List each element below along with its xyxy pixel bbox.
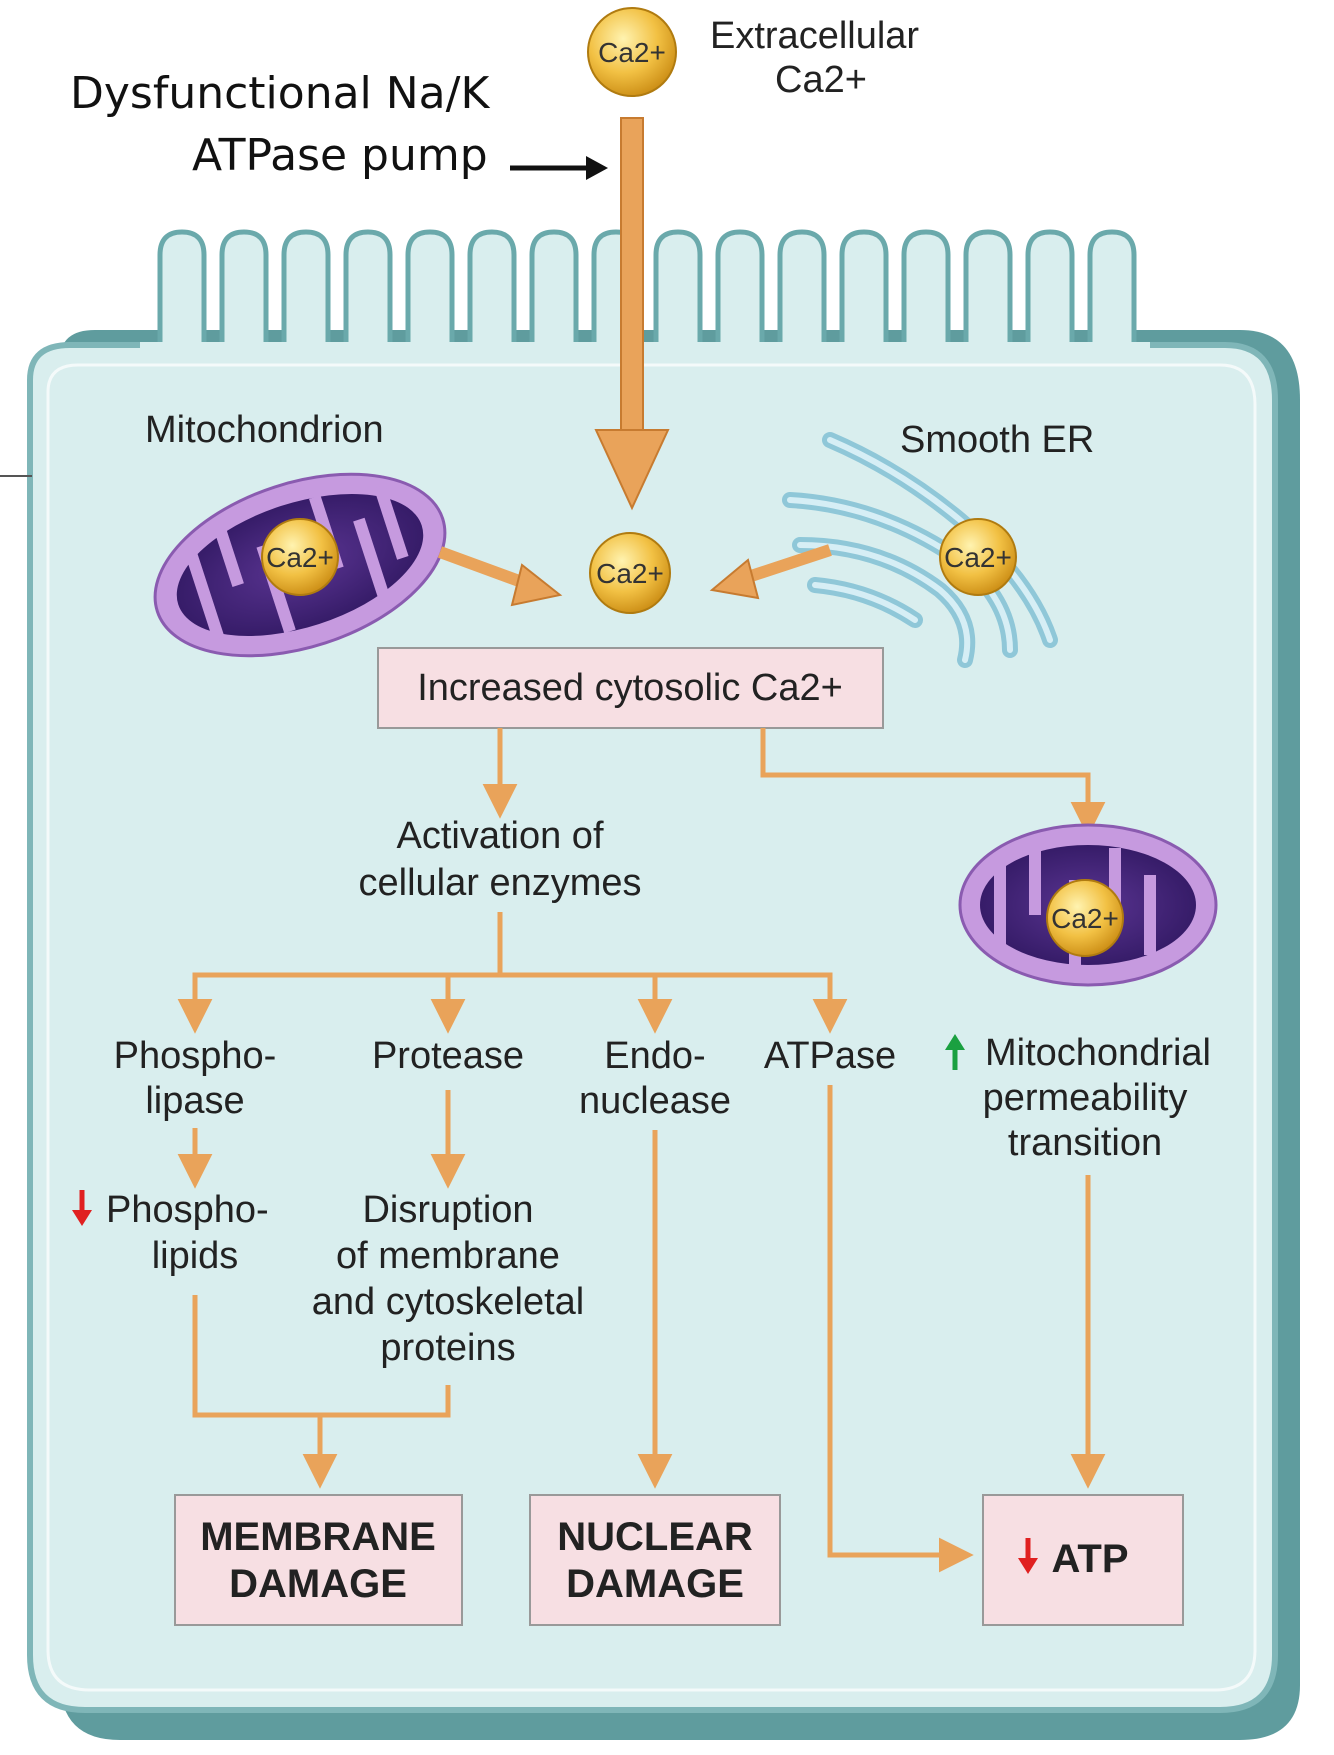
connector (760, 728, 1106, 837)
smooth-er-calcium: Ca2+ (939, 518, 1017, 596)
atp-box: ATP (982, 1494, 1184, 1626)
increased-calcium-label: Increased cytosolic Ca2+ (417, 667, 843, 709)
membrane-damage-line1: MEMBRANE (200, 1515, 436, 1559)
phospholipase-line2: lipase (145, 1080, 244, 1122)
mitochondrion-top-calcium: Ca2+ (261, 518, 339, 596)
mpt-line2: permeability (983, 1077, 1188, 1119)
mpt-line3: transition (1008, 1122, 1162, 1164)
decrease-arrow-icon (72, 1190, 92, 1226)
mpt-line1: Mitochondrial (985, 1032, 1211, 1074)
connector (500, 972, 848, 1034)
disruption-line4: proteins (380, 1327, 515, 1369)
extracellular-label-line1: Extracellular (710, 15, 919, 57)
phospholipase-line1: Phospho- (114, 1035, 277, 1077)
connector (177, 912, 503, 1034)
release-arrows (437, 544, 832, 607)
calcium-label: Ca2+ (596, 558, 664, 589)
extracellular-label-line2: Ca2+ (775, 59, 867, 101)
atp-label: ATP (1051, 1537, 1128, 1581)
endonuclease-line2: nuclease (579, 1080, 731, 1122)
cytosolic-calcium: Ca2+ (589, 532, 671, 614)
connector (192, 1295, 451, 1480)
pump-label-line2: ATPase pump (192, 130, 488, 181)
calcium-ion (587, 7, 677, 97)
membrane-patch (140, 342, 1150, 358)
pump-label-line1: Dysfunctional Na/K (70, 68, 490, 119)
extracellular-calcium: Ca2+ Extracellular Ca2+ (587, 7, 919, 101)
protease-label: Protease (372, 1035, 524, 1077)
activation-line1: Activation of (397, 815, 604, 857)
flow-connectors (177, 728, 1106, 1573)
calcium-label: Ca2+ (266, 542, 334, 573)
mitochondrion-label: Mitochondrion (145, 409, 384, 451)
pump-label: Dysfunctional Na/K ATPase pump (70, 68, 608, 181)
microvilli (157, 229, 1137, 350)
smooth-er-label: Smooth ER (900, 419, 1094, 461)
nuclear-damage-line1: NUCLEAR (557, 1515, 753, 1559)
nuclear-damage-box: NUCLEAR DAMAGE (529, 1494, 781, 1626)
activation-line2: cellular enzymes (359, 862, 642, 904)
connector (827, 1085, 974, 1573)
influx-arrow (594, 117, 670, 511)
disruption-line3: and cytoskeletal (312, 1281, 585, 1323)
nuclear-damage-line2: DAMAGE (566, 1562, 744, 1606)
disruption-line2: of membrane (336, 1235, 560, 1277)
membrane-damage-box: MEMBRANE DAMAGE (174, 1494, 463, 1626)
calcium-label: Ca2+ (944, 542, 1012, 573)
calcium-label: Ca2+ (598, 37, 666, 68)
phospholipids-line2: lipids (152, 1235, 239, 1277)
disruption-line1: Disruption (362, 1189, 533, 1231)
membrane-damage-line2: DAMAGE (229, 1562, 407, 1606)
pump-arrow-head (586, 156, 608, 180)
increased-calcium-box: Increased cytosolic Ca2+ (377, 647, 884, 729)
cell-inner-edge (46, 363, 1257, 1692)
calcium-label: Ca2+ (1051, 903, 1119, 934)
atpase-label: ATPase (764, 1035, 896, 1077)
mitochondrion-right: Ca2+ (958, 823, 1218, 987)
increase-arrow-icon (945, 1034, 965, 1070)
endonuclease-line1: Endo- (604, 1035, 705, 1077)
decrease-arrow-icon (1018, 1538, 1038, 1574)
phospholipids-line1: Phospho- (106, 1189, 269, 1231)
